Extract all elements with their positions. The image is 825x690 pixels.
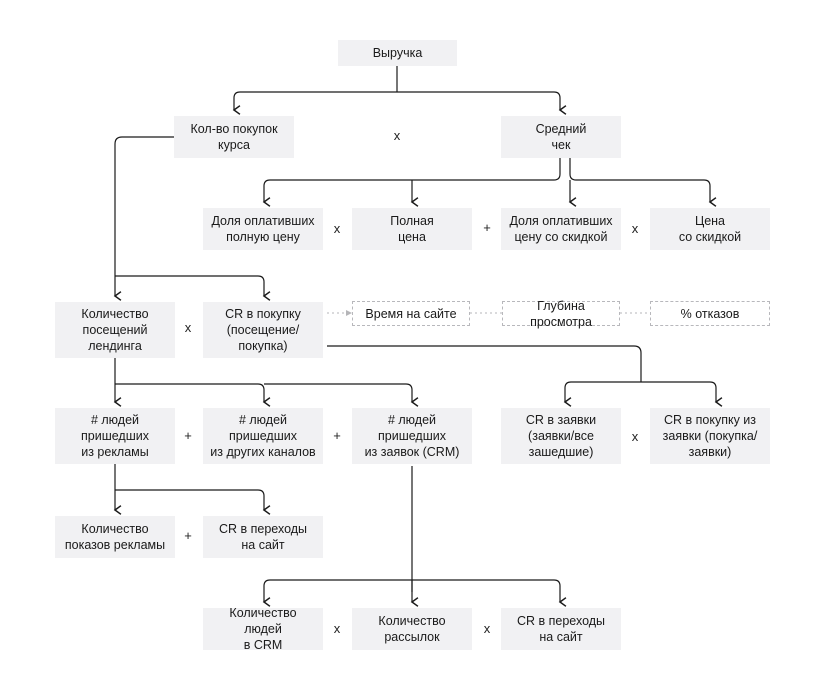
edge-landing-leads [264, 383, 419, 407]
edge-landing-other [115, 383, 271, 407]
operator-multiply: x [333, 221, 341, 236]
operator-multiply: x [631, 221, 639, 236]
node-cr-purchase: CR в покупку (посещение/ покупка) [203, 302, 323, 358]
edge-cr-leads [563, 381, 641, 407]
node-landing-visits: Количество посещений лендинга [55, 302, 175, 358]
edge-ads-cr [115, 489, 271, 515]
node-mailings-count: Количество рассылок [352, 608, 472, 650]
edge-leads-crm [262, 579, 412, 607]
node-revenue: Выручка [338, 40, 457, 66]
edge-revenue-purchases [232, 91, 397, 115]
node-purchases-count: Кол-во покупок курса [174, 116, 294, 158]
operator-multiply: x [393, 128, 401, 143]
operator-multiply: x [483, 621, 491, 636]
edge-purchases-branch [114, 136, 174, 276]
node-discount-price: Цена со скидкой [650, 208, 770, 250]
node-cr-purchase-from-leads: CR в покупку из заявки (покупка/ заявки) [650, 408, 770, 464]
edge-revenue-avgcheck [397, 91, 567, 115]
node-bounce-rate: % отказов [650, 301, 770, 326]
operator-plus: + [483, 220, 491, 235]
node-people-other-channels: # людей пришедших из других каналов [203, 408, 323, 464]
operator-plus: + [333, 428, 341, 443]
node-cr-clicks-mailings: CR в переходы на сайт [501, 608, 621, 650]
edge-cr-purchase-leads [641, 381, 723, 407]
edge-leads-cr-mail [412, 579, 567, 607]
node-people-from-ads: # людей пришедших из рекламы [55, 408, 175, 464]
node-people-from-leads: # людей пришедших из заявок (CRM) [352, 408, 472, 464]
edge-cr-branch [327, 345, 642, 382]
node-view-depth: Глубина просмотра [502, 299, 620, 329]
operator-multiply: x [184, 320, 192, 335]
node-average-check: Средний чек [501, 116, 621, 158]
operator-multiply: x [631, 429, 639, 444]
edge-purchases-cr [115, 275, 271, 301]
operator-multiply: x [333, 621, 341, 636]
node-ad-impressions: Количество показов рекламы [55, 516, 175, 558]
node-crm-people: Количество людей в CRM [203, 606, 323, 652]
node-full-price: Полная цена [352, 208, 472, 250]
node-share-discount-price: Доля оплативших цену со скидкой [501, 208, 621, 250]
operator-plus: + [184, 428, 192, 443]
node-cr-clicks-ads: CR в переходы на сайт [203, 516, 323, 558]
operator-plus: + [184, 528, 192, 543]
edge-avgcheck-discount [569, 157, 717, 207]
node-time-on-site: Время на сайте [352, 301, 470, 326]
node-cr-leads: CR в заявки (заявки/все зашедшие) [501, 408, 621, 464]
node-share-full-price: Доля оплативших полную цену [203, 208, 323, 250]
